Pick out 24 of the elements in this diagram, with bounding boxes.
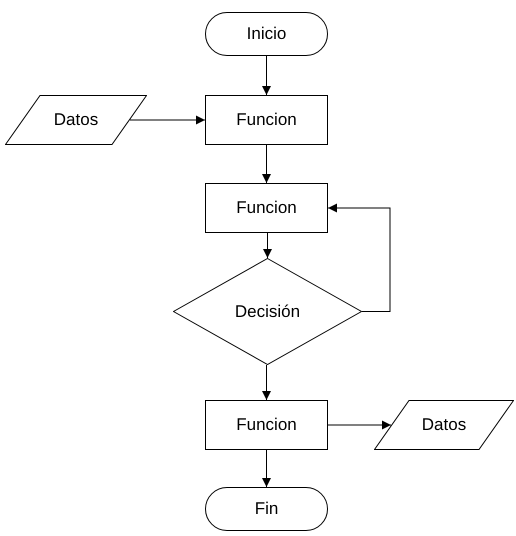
node-label: Funcion [236,197,297,220]
node-label: Funcion [236,109,297,132]
node-label: Fin [254,498,278,520]
data-parallelogram [5,95,147,145]
arrow [262,144,271,184]
arrow [262,364,271,400]
node-label: Datos [422,414,466,436]
node-label: Inicio [246,23,286,46]
arrow [328,204,390,312]
arrow [263,232,272,258]
arrow [262,56,271,96]
node-label: Datos [54,109,98,132]
process-box [205,183,328,233]
data-parallelogram [374,400,514,450]
arrow [130,116,206,124]
arrow [328,420,392,430]
node-label: Decisión [234,300,300,323]
process-box [205,95,328,145]
arrow [262,450,271,488]
decision-diamond [173,258,362,365]
process-box [205,400,328,450]
terminator-shape [205,12,328,56]
terminator-shape [205,487,328,531]
node-label: Funcion [236,414,297,436]
